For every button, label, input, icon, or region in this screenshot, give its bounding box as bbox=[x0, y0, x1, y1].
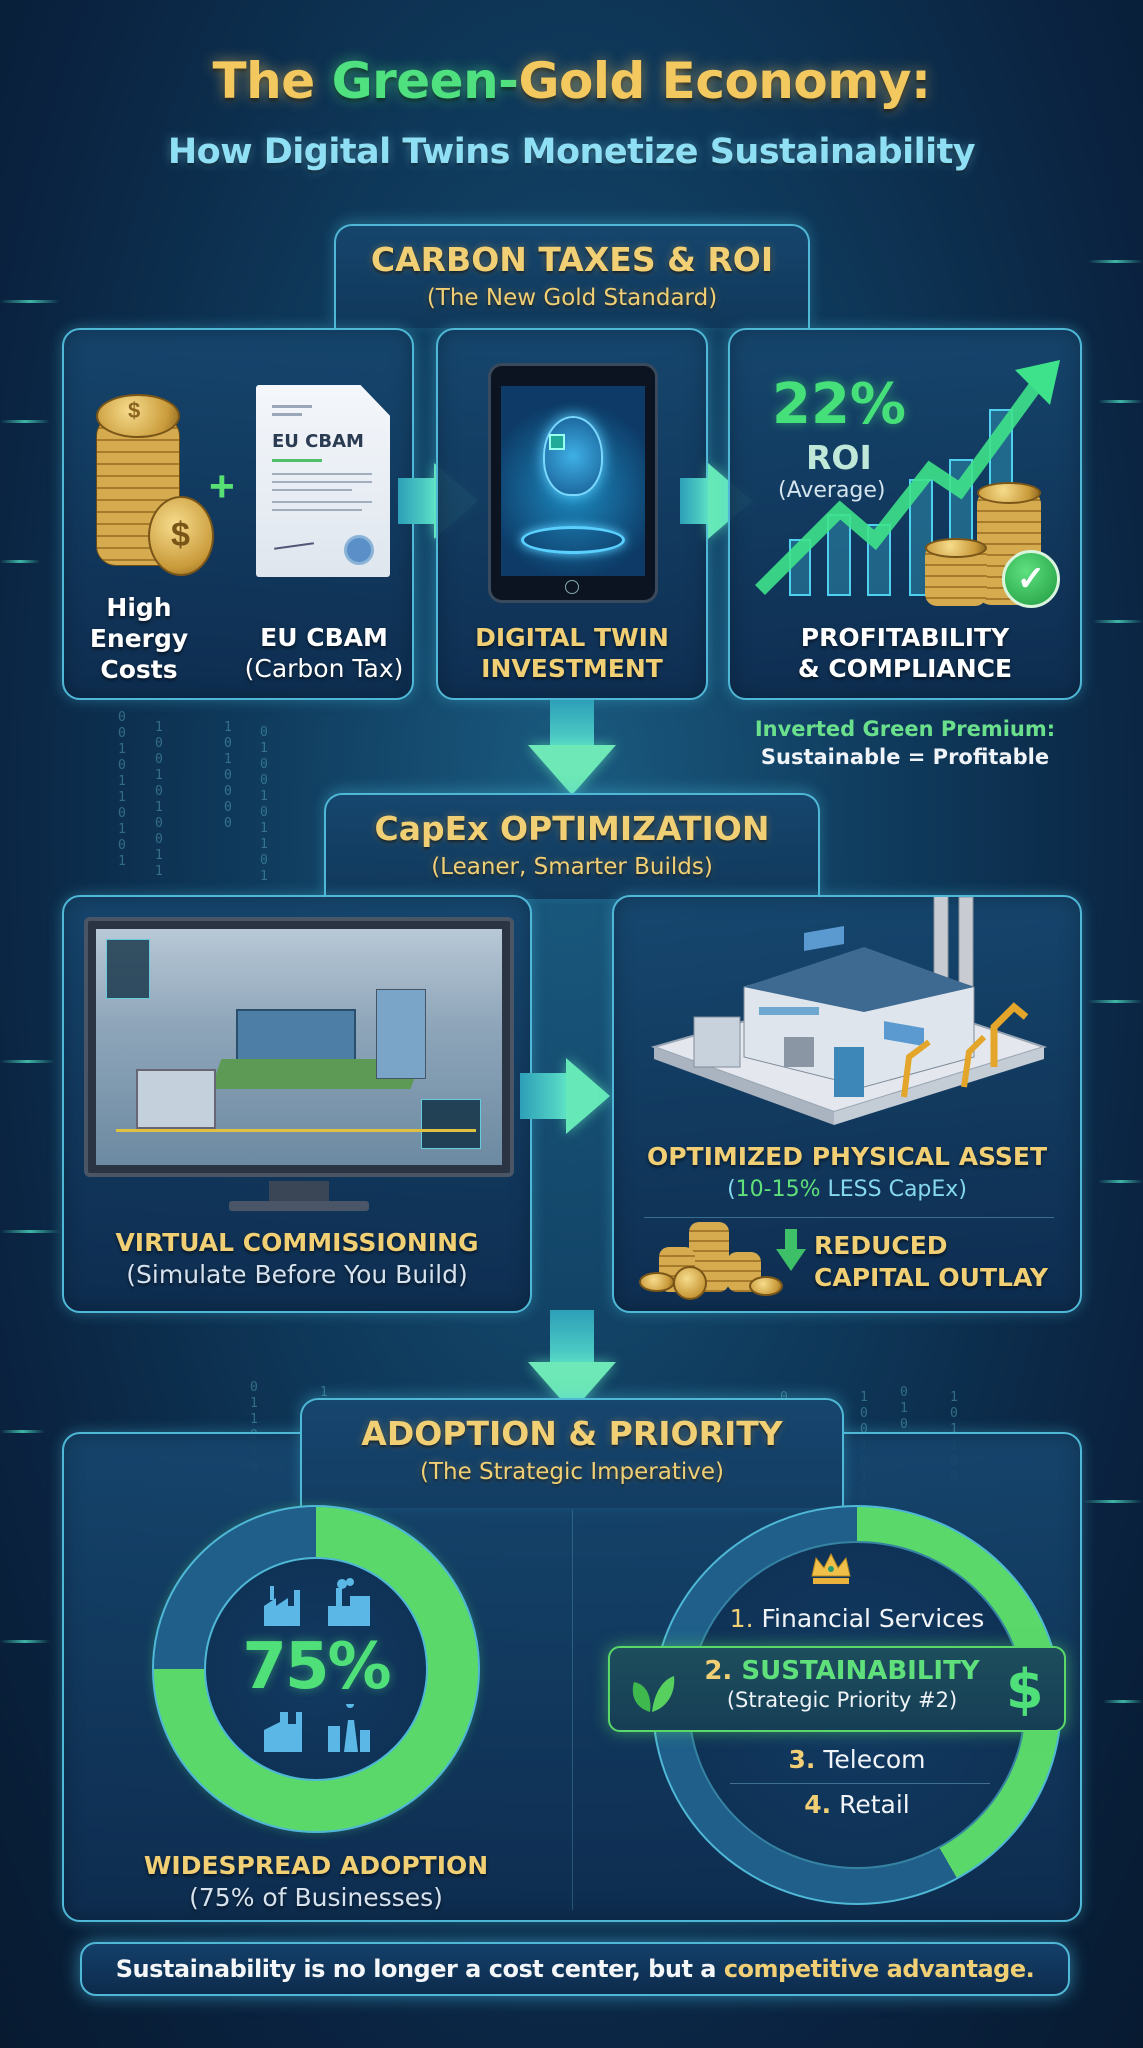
profitability-label: PROFITABILITY & COMPLIANCE bbox=[730, 622, 1080, 684]
priority-item-2-highlight: 2. SUSTAINABILITY (Strategic Priority #2… bbox=[608, 1646, 1066, 1732]
digital-twin-label: DIGITAL TWIN INVESTMENT bbox=[438, 622, 706, 684]
label-line: INVESTMENT bbox=[481, 654, 663, 683]
label-line: VIRTUAL COMMISSIONING bbox=[115, 1228, 479, 1257]
card-profitability: 22% ROI (Average) ✓ PROFITABILITY & COMP… bbox=[728, 328, 1082, 700]
note-line: Inverted Green Premium: bbox=[754, 717, 1056, 741]
section-carbon-taxes-header: CARBON TAXES & ROI (The New Gold Standar… bbox=[334, 224, 810, 328]
rank-number: 4. bbox=[804, 1790, 832, 1819]
divider bbox=[730, 1783, 990, 1784]
title-gold-economy: Gold Economy: bbox=[518, 52, 931, 110]
rank-number: 2. bbox=[704, 1656, 733, 1686]
crown-icon bbox=[810, 1552, 852, 1586]
section-subtitle: (The New Gold Standard) bbox=[426, 285, 718, 311]
rank-label: Financial Services bbox=[761, 1604, 985, 1633]
rank-label: Retail bbox=[839, 1790, 910, 1819]
section-title: CARBON TAXES & ROI bbox=[370, 240, 774, 279]
priority-item-1: 1. Financial Services bbox=[652, 1604, 1062, 1633]
factory-smoke-icon bbox=[326, 1578, 372, 1628]
priority-item-4: 4. Retail bbox=[652, 1790, 1062, 1819]
adoption-label: WIDESPREAD ADOPTION (75% of Businesses) bbox=[102, 1850, 530, 1914]
section-capex-header: CapEx OPTIMIZATION (Leaner, Smarter Buil… bbox=[324, 793, 820, 899]
label-line: DIGITAL TWIN bbox=[475, 623, 669, 652]
monitor-stand bbox=[269, 1181, 329, 1203]
rank-number: 1. bbox=[729, 1604, 754, 1633]
card-optimized-asset: OPTIMIZED PHYSICAL ASSET (10-15% LESS Ca… bbox=[612, 886, 1082, 1313]
label-line: & COMPLIANCE bbox=[797, 654, 1013, 683]
reduced-capital-label: REDUCED CAPITAL OUTLAY bbox=[814, 1230, 1074, 1294]
paren: ) bbox=[958, 1177, 967, 1202]
label-line: PROFITABILITY bbox=[800, 623, 1010, 652]
coin-pile-icon bbox=[639, 1222, 789, 1302]
label-line: REDUCED bbox=[814, 1231, 948, 1260]
adoption-value: 75% bbox=[242, 1630, 391, 1704]
high-energy-costs-label: High Energy Costs bbox=[74, 592, 204, 685]
label-line: EU CBAM bbox=[260, 623, 388, 652]
factory-icon bbox=[262, 1582, 306, 1628]
section-subtitle: (The Strategic Imperative) bbox=[420, 1459, 724, 1485]
paren: ( bbox=[727, 1177, 736, 1202]
checkmark-icon: ✓ bbox=[1002, 550, 1060, 608]
rank-number: 3. bbox=[788, 1745, 816, 1774]
footer-text: Sustainability is no longer a cost cente… bbox=[115, 1955, 724, 1983]
title-green: Green- bbox=[331, 52, 519, 110]
rank-label: SUSTAINABILITY bbox=[741, 1656, 980, 1686]
rank-row: 2. SUSTAINABILITY bbox=[682, 1656, 1002, 1686]
card-energy-cbam: $ $ + EU CBAM High Energy Costs EU CBAM … bbox=[62, 328, 414, 700]
leaf-icon bbox=[628, 1668, 676, 1714]
virtual-commissioning-label: VIRTUAL COMMISSIONING (Simulate Before Y… bbox=[64, 1227, 530, 1291]
roi-value: 22% bbox=[772, 372, 907, 437]
monitor-base bbox=[229, 1201, 369, 1211]
factory-icon bbox=[634, 886, 1064, 1137]
plus-icon: + bbox=[209, 462, 235, 511]
roi-label: ROI bbox=[806, 438, 872, 477]
document-icon: EU CBAM bbox=[256, 385, 390, 577]
capex-suffix: LESS CapEx bbox=[820, 1177, 959, 1202]
footer-highlight: competitive advantage. bbox=[723, 1955, 1035, 1983]
rank-note: (Strategic Priority #2) bbox=[726, 1688, 958, 1712]
document-title: EU CBAM bbox=[272, 431, 364, 452]
priority-item-3: 3. Telecom bbox=[652, 1745, 1062, 1774]
label-line: CAPITAL OUTLAY bbox=[814, 1263, 1049, 1292]
page-title: The Green-Gold Economy: bbox=[0, 52, 1143, 110]
optimized-asset-label: OPTIMIZED PHYSICAL ASSET bbox=[646, 1142, 1048, 1171]
card-digital-twin: DIGITAL TWIN INVESTMENT bbox=[436, 328, 708, 700]
label-line: (Simulate Before You Build) bbox=[126, 1260, 468, 1289]
coin-stack-icon: $ $ bbox=[86, 376, 214, 576]
label-line: WIDESPREAD ADOPTION bbox=[143, 1851, 489, 1880]
capex-reduction: (10-15% LESS CapEx) bbox=[614, 1177, 1080, 1202]
label-line: Energy bbox=[89, 624, 189, 653]
label-line: High bbox=[106, 593, 172, 622]
section-title: CapEx OPTIMIZATION bbox=[374, 809, 770, 848]
inverted-green-premium-note: Inverted Green Premium: Sustainable = Pr… bbox=[728, 715, 1082, 771]
title-the: The bbox=[212, 52, 332, 110]
adoption-donut-chart bbox=[152, 1505, 480, 1833]
card-virtual-commissioning: VIRTUAL COMMISSIONING (Simulate Before Y… bbox=[62, 895, 532, 1313]
divider bbox=[644, 1217, 1054, 1218]
footer-banner: Sustainability is no longer a cost cente… bbox=[80, 1942, 1070, 1996]
tablet-hologram-head-icon bbox=[488, 363, 658, 603]
dollar-icon: $ bbox=[1006, 1658, 1044, 1721]
label-line: (Carbon Tax) bbox=[244, 654, 404, 683]
roi-note: (Average) bbox=[778, 478, 886, 503]
section-title: ADOPTION & PRIORITY bbox=[361, 1414, 783, 1453]
page-subtitle: How Digital Twins Monetize Sustainabilit… bbox=[167, 132, 976, 172]
capex-percent: 10-15% bbox=[735, 1177, 821, 1202]
section-subtitle: (Leaner, Smarter Builds) bbox=[431, 854, 713, 880]
label-line: Costs bbox=[100, 655, 178, 684]
section-adoption-header: ADOPTION & PRIORITY (The Strategic Imper… bbox=[300, 1398, 844, 1508]
plant-icon bbox=[262, 1708, 306, 1754]
label-line: (75% of Businesses) bbox=[189, 1883, 443, 1912]
section-divider bbox=[572, 1510, 573, 1910]
refinery-icon bbox=[326, 1700, 372, 1754]
monitor-factory-icon bbox=[84, 917, 514, 1177]
rank-label: Telecom bbox=[823, 1745, 926, 1774]
arrow-down-icon bbox=[776, 1229, 806, 1275]
eu-cbam-label: EU CBAM (Carbon Tax) bbox=[234, 622, 414, 684]
note-line: Sustainable = Profitable bbox=[760, 745, 1050, 769]
